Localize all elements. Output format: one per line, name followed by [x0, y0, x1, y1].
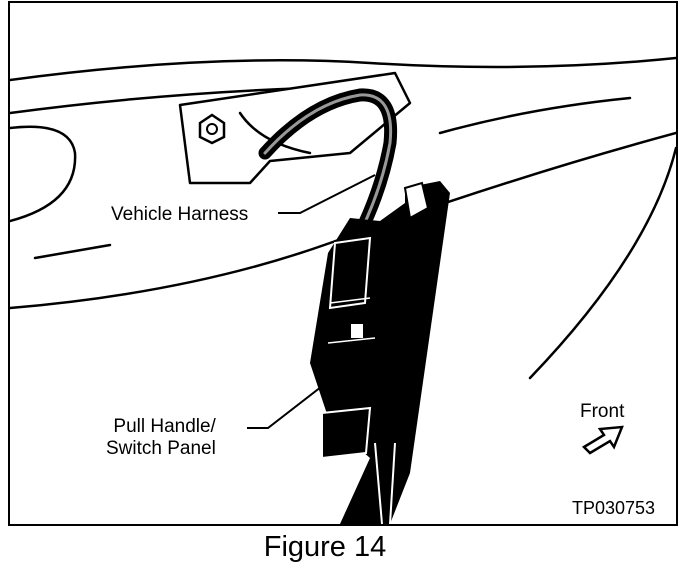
front-arrow-icon: [581, 425, 624, 455]
door-panel-lower-contour: [528, 146, 676, 380]
armrest-cutout: [10, 125, 77, 223]
vehicle-harness-label: Vehicle Harness: [111, 204, 249, 225]
bolt-icon: [198, 113, 226, 145]
door-panel-short-line: [33, 243, 112, 260]
illustration-frame: Vehicle Harness Pull Handle/ Switch Pane…: [8, 1, 678, 526]
pull-handle-label-line1: Pull Handle/: [113, 416, 216, 437]
door-illustration: [10, 56, 676, 524]
door-trim-line: [10, 86, 312, 115]
figure-code: TP030753: [572, 498, 656, 518]
pull-handle-switch-panel: [310, 181, 450, 524]
door-panel-contour: [10, 131, 676, 310]
door-panel-contour-upper: [438, 96, 632, 135]
pull-handle-label: Pull Handle/ Switch Panel: [106, 416, 216, 460]
bracket-edge: [238, 111, 312, 155]
harness-leader-line: [278, 174, 376, 214]
figure-caption: Figure 14: [263, 531, 387, 563]
door-trim-upper-line: [10, 56, 676, 82]
handle-leader-line: [247, 379, 331, 429]
front-label: Front: [580, 401, 625, 422]
pull-handle-label-line2: Switch Panel: [106, 438, 216, 459]
